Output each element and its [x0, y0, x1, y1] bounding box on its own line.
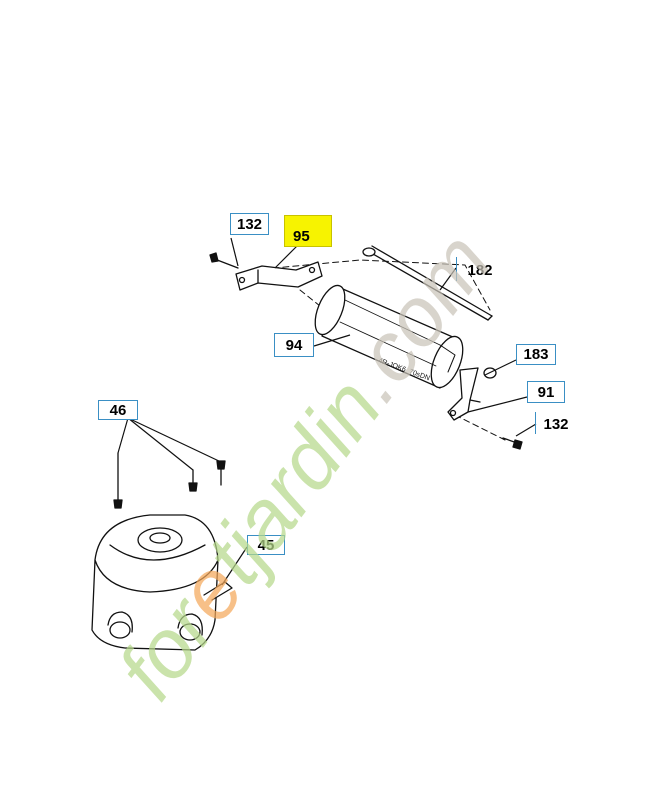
callout-183: 183: [516, 344, 556, 365]
long-pin: [362, 245, 493, 321]
screws-set: [113, 452, 226, 509]
callout-95-highlighted: 95: [284, 215, 332, 247]
bracket-right: [447, 367, 481, 421]
leader-lines: [117, 237, 537, 586]
callout-132-top: 132: [230, 213, 269, 235]
callout-91: 91: [527, 381, 565, 403]
callout-46: 46: [98, 400, 138, 420]
screw-top-left: [209, 252, 239, 269]
callout-132-bottom: 132: [535, 412, 576, 435]
screw-bottom-right: [502, 437, 523, 450]
bracket-left: [235, 261, 323, 291]
callout-94: 94: [274, 333, 314, 357]
callout-182: 182: [456, 257, 503, 282]
housing: [91, 514, 233, 651]
callout-45: 45: [247, 535, 285, 555]
roller: [314, 284, 464, 389]
